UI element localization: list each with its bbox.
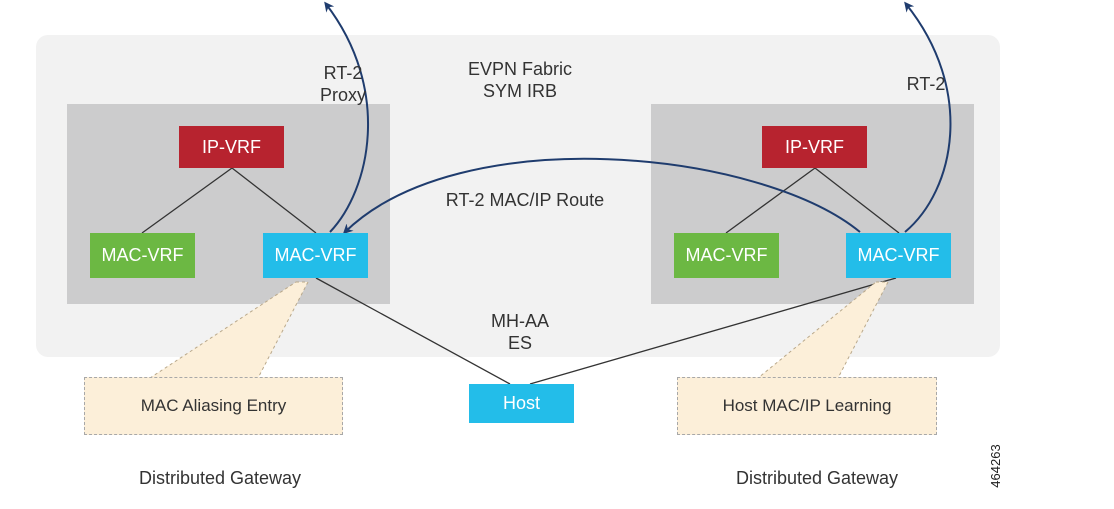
figure-id: 464263 [988, 444, 1003, 488]
right-rt2-arrow [904, 1, 952, 233]
right-rt2-label: RT-2 [906, 74, 946, 94]
left-rt2-proxy-label: RT-2 Proxy [308, 62, 378, 106]
es-line-left [315, 277, 511, 385]
left-rt2-label-line2: Proxy [319, 85, 366, 105]
right-tree-line-blue [814, 167, 900, 234]
right-tree-line-green [725, 167, 816, 234]
left-gateway-caption: Distributed Gateway [138, 468, 302, 488]
host-learning-note: Host MAC/IP Learning [677, 377, 937, 435]
mac-ip-route-label: RT-2 MAC/IP Route [445, 190, 605, 210]
fabric-title: EVPN Fabric SYM IRB [450, 58, 590, 102]
right-callout [756, 281, 889, 379]
fabric-title-line1: EVPN Fabric [467, 59, 573, 79]
es-label-line1: MH-AA [491, 311, 549, 331]
fabric-title-line2: SYM IRB [482, 81, 557, 101]
es-label-line2: ES [507, 333, 532, 353]
right-ip-vrf: IP-VRF [762, 126, 867, 168]
left-tree-line-blue [231, 167, 317, 234]
right-gateway-caption: Distributed Gateway [735, 468, 899, 488]
left-rt2-label-line1: RT-2 [323, 63, 363, 83]
right-mac-vrf-blue: MAC-VRF [846, 233, 951, 278]
left-ip-vrf: IP-VRF [179, 126, 284, 168]
left-mac-vrf-green: MAC-VRF [90, 233, 195, 278]
mac-ip-route-arrow [342, 157, 861, 235]
host-box: Host [469, 384, 574, 423]
right-mac-vrf-green: MAC-VRF [674, 233, 779, 278]
left-callout [148, 281, 309, 379]
mac-aliasing-note: MAC Aliasing Entry [84, 377, 343, 435]
es-label: MH-AA ES [480, 310, 560, 354]
es-line-right [529, 277, 897, 385]
left-tree-line-green [141, 167, 233, 234]
left-mac-vrf-blue: MAC-VRF [263, 233, 368, 278]
left-rt2-proxy-arrow [324, 1, 370, 233]
